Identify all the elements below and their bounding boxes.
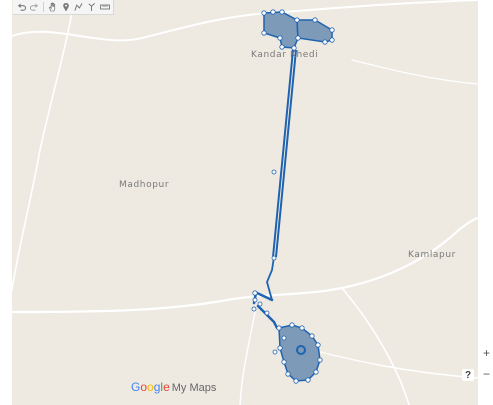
road [311, 349, 478, 379]
toolbar-divider [43, 2, 44, 12]
ruler-icon[interactable] [98, 1, 111, 14]
place-label-kandar-khedi: Kandar Khedi [251, 50, 319, 60]
hand-icon[interactable] [46, 1, 59, 14]
map-toolbar [13, 0, 114, 15]
place-label-madhopur: Madhopur [119, 180, 170, 190]
redo-icon[interactable] [28, 1, 41, 14]
road [12, 0, 75, 291]
road [12, 0, 478, 42]
undo-icon[interactable] [15, 1, 28, 14]
marker-icon[interactable] [59, 1, 72, 14]
road [239, 311, 256, 405]
center-marker-icon [296, 345, 306, 355]
zoom-controls: + − [480, 346, 493, 380]
directions-icon[interactable] [85, 1, 98, 14]
road [351, 59, 478, 85]
road [341, 287, 410, 405]
zoom-out-button[interactable]: − [480, 367, 493, 380]
route-line[interactable] [251, 49, 297, 330]
help-button[interactable]: ? [462, 369, 474, 381]
polygon-north[interactable] [261, 9, 335, 51]
map-canvas[interactable]: Kandar Khedi Madhopur Kamlapur [12, 0, 478, 405]
zoom-in-button[interactable]: + [480, 346, 493, 359]
place-label-kamlapur: Kamlapur [408, 250, 456, 260]
map-drawing[interactable] [12, 0, 478, 405]
polygon-south[interactable] [272, 322, 323, 384]
draw-line-icon[interactable] [72, 1, 85, 14]
road [12, 216, 478, 314]
